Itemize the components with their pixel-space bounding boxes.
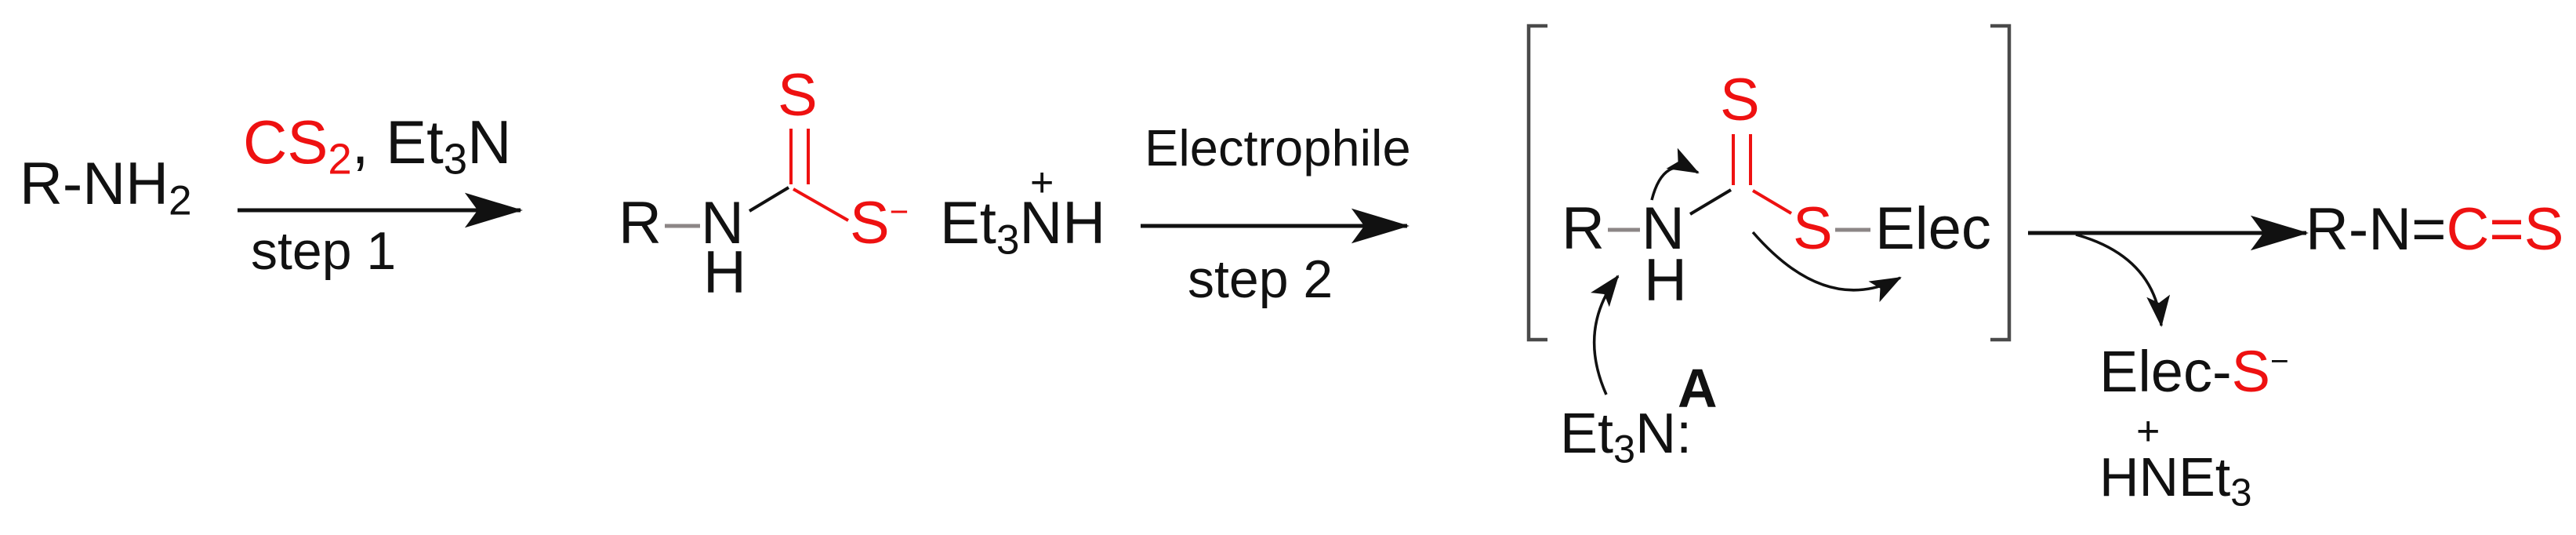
- intermediate-nc-bond: [748, 186, 790, 213]
- counterion-nh: NH: [1019, 190, 1106, 257]
- adduct-s-mid-atom: S: [1793, 195, 1833, 262]
- right-bracket: [1990, 24, 2012, 342]
- adduct-n-atom: N: [1642, 195, 1685, 262]
- byproduct-amine-subscript: 3: [2230, 471, 2252, 515]
- product-cs-text: C=S: [2446, 196, 2564, 263]
- et3n-text: , Et: [351, 107, 444, 177]
- step2-label: step 2: [1188, 249, 1333, 309]
- reactant-text: R-NH: [20, 151, 169, 217]
- s-anion-charge: −: [889, 193, 909, 231]
- intermediate-cs-anion-bond: [793, 187, 849, 222]
- cs2-subscript: 2: [328, 135, 352, 184]
- curved-arrow-base-to-h: [1591, 275, 1620, 395]
- byproduct-thiolate: Elec-S−: [2099, 343, 2289, 401]
- curved-arrow-n-to-c: [1650, 147, 1700, 201]
- cs2-text: CS: [243, 107, 328, 177]
- base-formula: Et3N:: [1560, 406, 1692, 469]
- counterion-formula: Et3NH: [940, 194, 1105, 261]
- product-rn-text: R-N=: [2306, 196, 2447, 263]
- step1-reagents-label: CS2, Et3N: [243, 111, 512, 181]
- base-subscript: 3: [1613, 426, 1636, 471]
- base-lone-pair: :: [1676, 402, 1693, 465]
- byproduct-s-text: S: [2231, 339, 2270, 404]
- reactant-subscript: 2: [168, 177, 192, 224]
- counterion-subscript: 3: [996, 217, 1020, 264]
- adduct-r-atom: R: [1562, 195, 1605, 262]
- adduct-cs-bond: [1751, 189, 1793, 215]
- et3n-n-text: N: [467, 107, 512, 177]
- byproduct-amine-text: HNEt: [2099, 446, 2231, 508]
- adduct-nc-bond: [1689, 188, 1732, 216]
- counterion-plus-charge: +: [1030, 160, 1054, 206]
- byproduct-ammonium: HNEt3: [2099, 449, 2252, 512]
- byproduct-plus-sign: +: [2136, 409, 2161, 454]
- curved-arrow-s-to-elec: [1751, 231, 1902, 303]
- counterion-et: Et: [940, 190, 996, 257]
- base-et: Et: [1560, 402, 1614, 465]
- byproduct-branch-arrow: [2075, 233, 2171, 327]
- step1-label: step 1: [251, 221, 397, 281]
- intermediate-s-double-atom: S: [778, 62, 818, 129]
- adduct-s-double-atom: S: [1720, 67, 1760, 133]
- byproduct-s-charge: −: [2269, 342, 2289, 379]
- reactant-amine-formula: R-NH2: [20, 155, 192, 222]
- base-n: N: [1635, 402, 1677, 465]
- adduct-h-atom: H: [1644, 247, 1687, 314]
- adduct-elec-group: Elec: [1875, 195, 1991, 262]
- et3n-subscript: 3: [443, 135, 468, 184]
- intermediate-s-anion-atom: S−: [850, 194, 909, 253]
- s-anion-text: S: [850, 190, 890, 257]
- intermediate-n-atom: N: [701, 190, 744, 257]
- product-formula: R-N=C=S: [2306, 200, 2563, 260]
- label-a: A: [1678, 358, 1718, 419]
- electrophile-label: Electrophile: [1145, 119, 1411, 177]
- left-bracket: [1526, 24, 1547, 342]
- intermediate-h-atom: H: [703, 239, 746, 306]
- byproduct-elec-text: Elec-: [2099, 339, 2232, 404]
- intermediate-r-atom: R: [619, 190, 662, 257]
